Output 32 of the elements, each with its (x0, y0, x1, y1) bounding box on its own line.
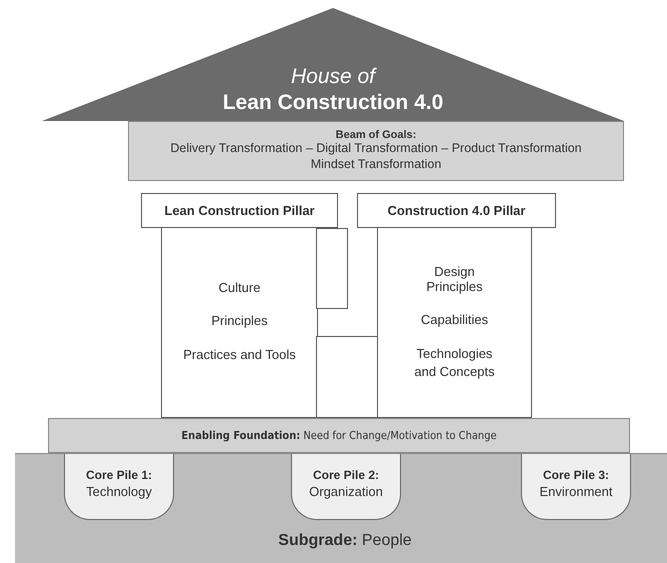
connector-block (316, 228, 348, 309)
connector-block (316, 336, 378, 418)
pillar-header-box (141, 193, 338, 228)
pillar-item: Design Principles (425, 264, 484, 294)
pile-text: Environment (540, 484, 612, 499)
subgrade-ground (15, 453, 667, 563)
title-text: Lean Construction 4.0 (222, 91, 444, 115)
pillar-item: Principles (211, 313, 268, 328)
pillar-title: Lean Construction Pillar (164, 203, 315, 218)
title-text: House of (290, 65, 376, 89)
pile-text: Technology (86, 484, 152, 499)
core-pile (521, 454, 631, 520)
pillar-body (377, 228, 532, 418)
pile-heading: Core Pile 2: (312, 468, 380, 482)
beam-heading: Beam of Goals: (336, 129, 416, 142)
pillar-item: Practices and Tools (183, 346, 296, 364)
pile-heading: Core Pile 3: (542, 468, 610, 482)
pillar-item: Capabilities (420, 312, 488, 327)
foundation-text: Enabling Foundation: Need for Change/Motivation to Change (181, 429, 497, 442)
pillar-title: Construction 4.0 Pillar (388, 203, 526, 218)
subgrade-text: Subgrade: People (278, 532, 412, 550)
pillar-body (161, 228, 318, 418)
pillar-item: Technologies and Concepts (413, 344, 496, 381)
pillar-header-box (357, 193, 556, 228)
pile-text: Organization (309, 484, 383, 499)
core-pile (291, 454, 401, 520)
foundation-slab (48, 418, 630, 453)
core-pile (64, 454, 174, 520)
beam-bar (128, 121, 624, 181)
pillar-item: Culture (218, 280, 260, 296)
pile-heading: Core Pile 1: (86, 468, 152, 482)
goals-text: Delivery Transformation – Digital Transformation – Product Transformation Mindset Transformation (169, 141, 583, 173)
